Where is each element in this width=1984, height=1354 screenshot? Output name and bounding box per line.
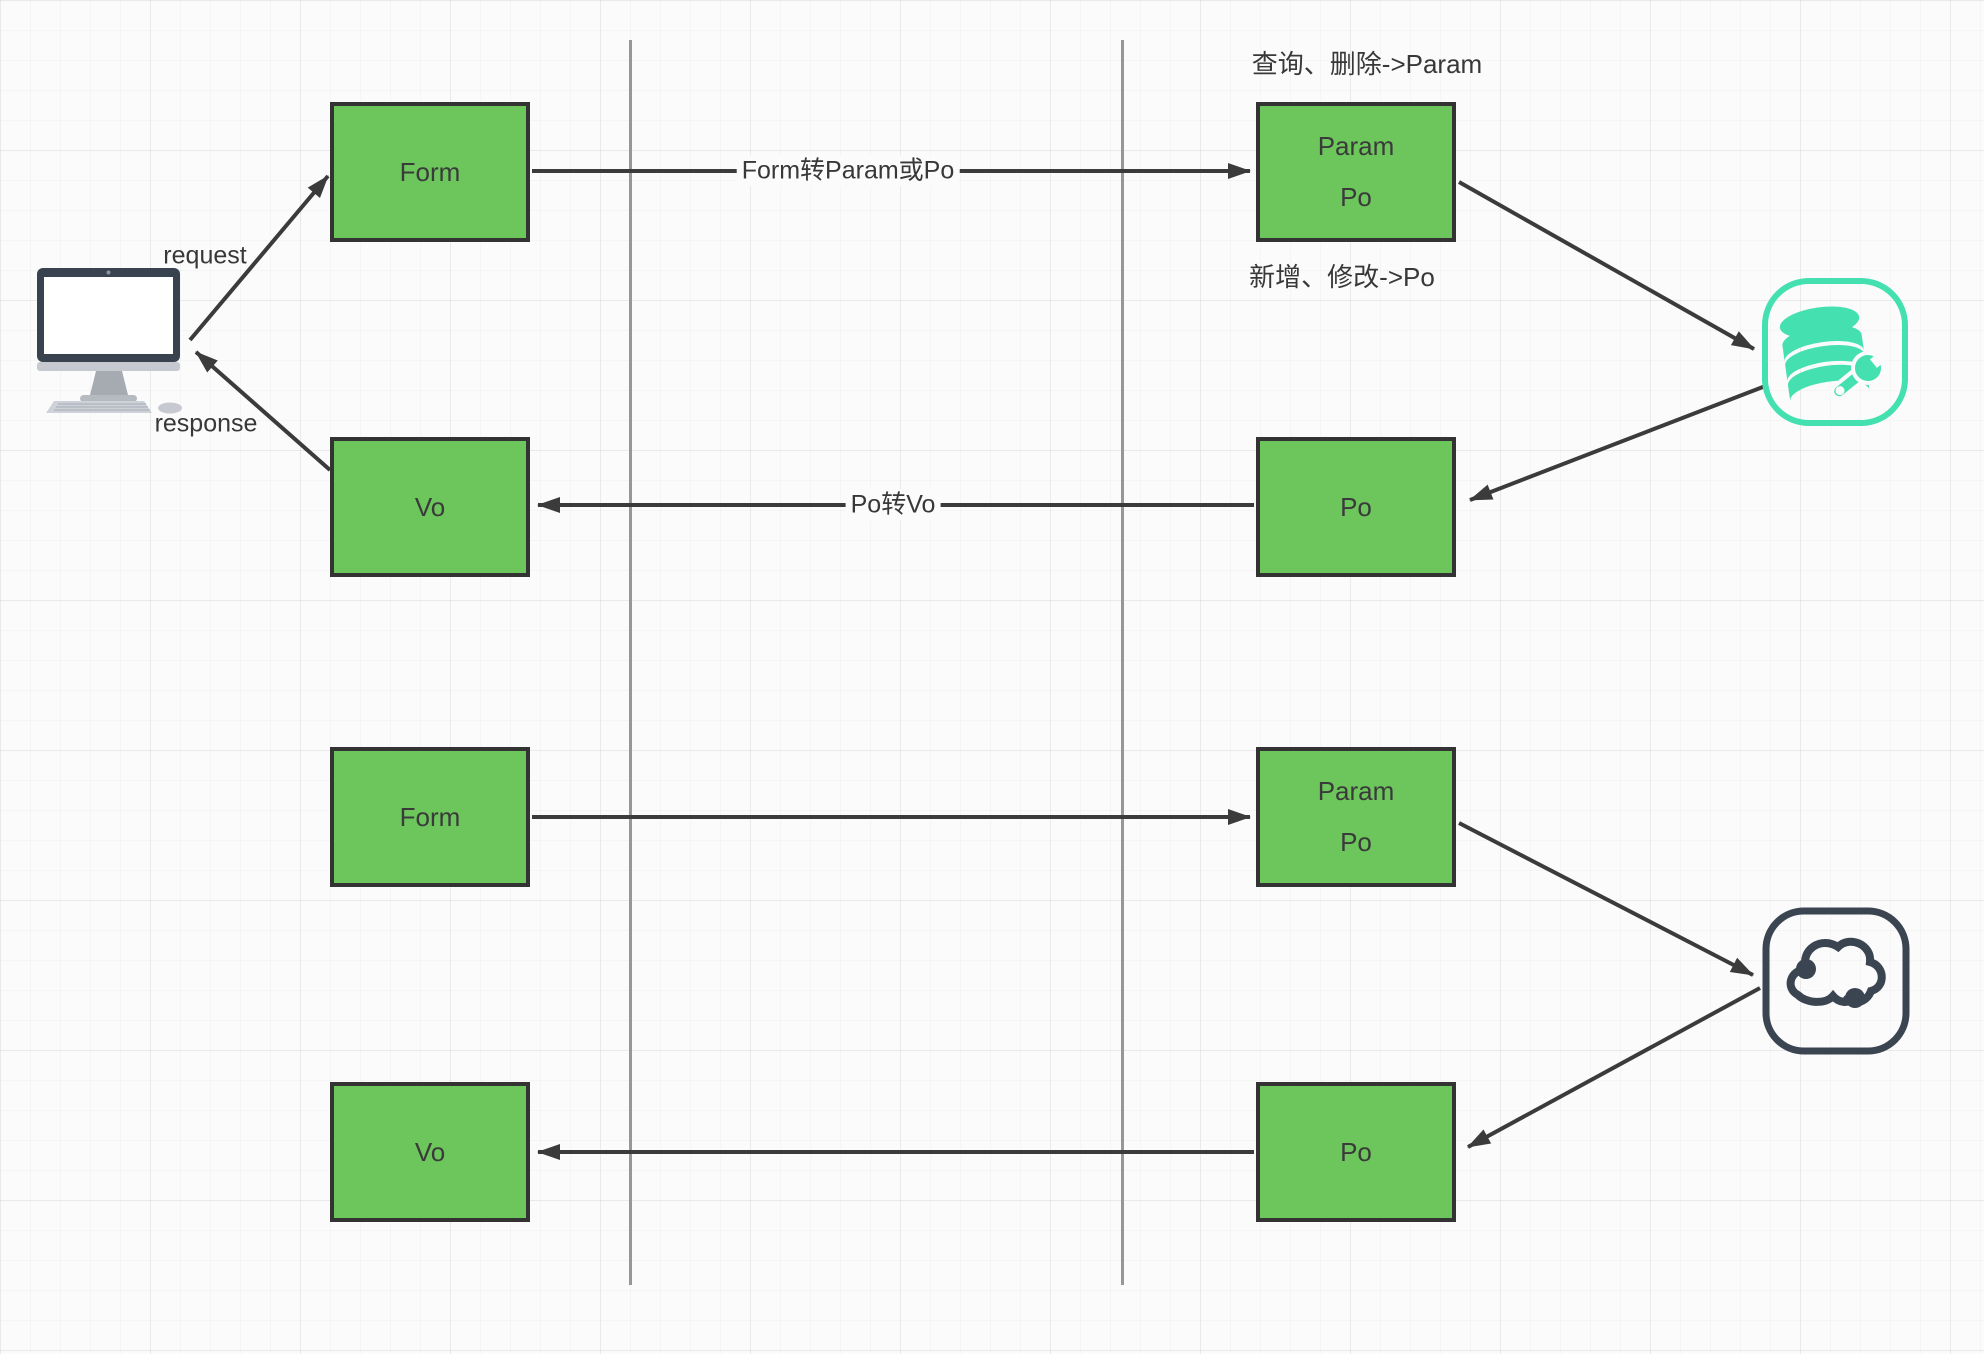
node-vo-bottom[interactable]: Vo (330, 1082, 530, 1222)
edge-label-po-to-vo[interactable]: Po转Vo (845, 489, 941, 521)
edge-request[interactable] (188, 174, 330, 342)
node-param-po-bottom-line1: Param (1317, 776, 1395, 807)
node-form-top[interactable]: Form (330, 102, 530, 242)
edge-label-request[interactable]: request (163, 241, 247, 270)
cloud-icon[interactable] (1760, 905, 1912, 1057)
edge-label-response[interactable]: response (154, 409, 258, 438)
desktop-computer-shapes (37, 268, 182, 414)
cloud-shapes (1762, 907, 1910, 1055)
annotation-add-update-po[interactable]: 新增、修改->Po (1249, 261, 1435, 292)
node-param-po-top[interactable]: Param Po (1256, 102, 1456, 242)
node-po-top-label: Po (1340, 491, 1372, 522)
swimlane-divider-left[interactable] (629, 40, 632, 1285)
node-po-bottom-label: Po (1340, 1136, 1372, 1167)
edge-label-form-to-param[interactable]: Form转Param或Po (736, 155, 960, 187)
edge-database-to-po[interactable] (1469, 383, 1769, 502)
node-param-po-bottom-line2: Po (1340, 826, 1372, 857)
node-param-po-top-line1: Param (1317, 131, 1395, 162)
node-param-po-top-line2: Po (1340, 181, 1372, 212)
node-form-bottom-label: Form (399, 801, 461, 832)
node-po-bottom[interactable]: Po (1256, 1082, 1456, 1222)
edge-response[interactable] (194, 350, 332, 472)
annotation-query-delete-param[interactable]: 查询、删除->Param (1251, 48, 1483, 79)
node-vo-top-label: Vo (414, 491, 446, 522)
swimlane-divider-right[interactable] (1121, 40, 1124, 1285)
node-form-top-label: Form (399, 156, 461, 187)
node-vo-bottom-label: Vo (414, 1136, 446, 1167)
node-param-po-bottom[interactable]: Param Po (1256, 747, 1456, 887)
desktop-computer-icon[interactable] (34, 262, 190, 414)
edge-cloud-to-po[interactable] (1467, 986, 1761, 1149)
node-po-top[interactable]: Po (1256, 437, 1456, 577)
node-form-bottom[interactable]: Form (330, 747, 530, 887)
database-maintenance-icon[interactable] (1760, 276, 1910, 428)
edge-parampo-to-cloud[interactable] (1458, 821, 1754, 977)
node-vo-top[interactable]: Vo (330, 437, 530, 577)
database-maintenance-shapes (1762, 278, 1908, 426)
edge-parampo-to-database[interactable] (1458, 180, 1755, 351)
